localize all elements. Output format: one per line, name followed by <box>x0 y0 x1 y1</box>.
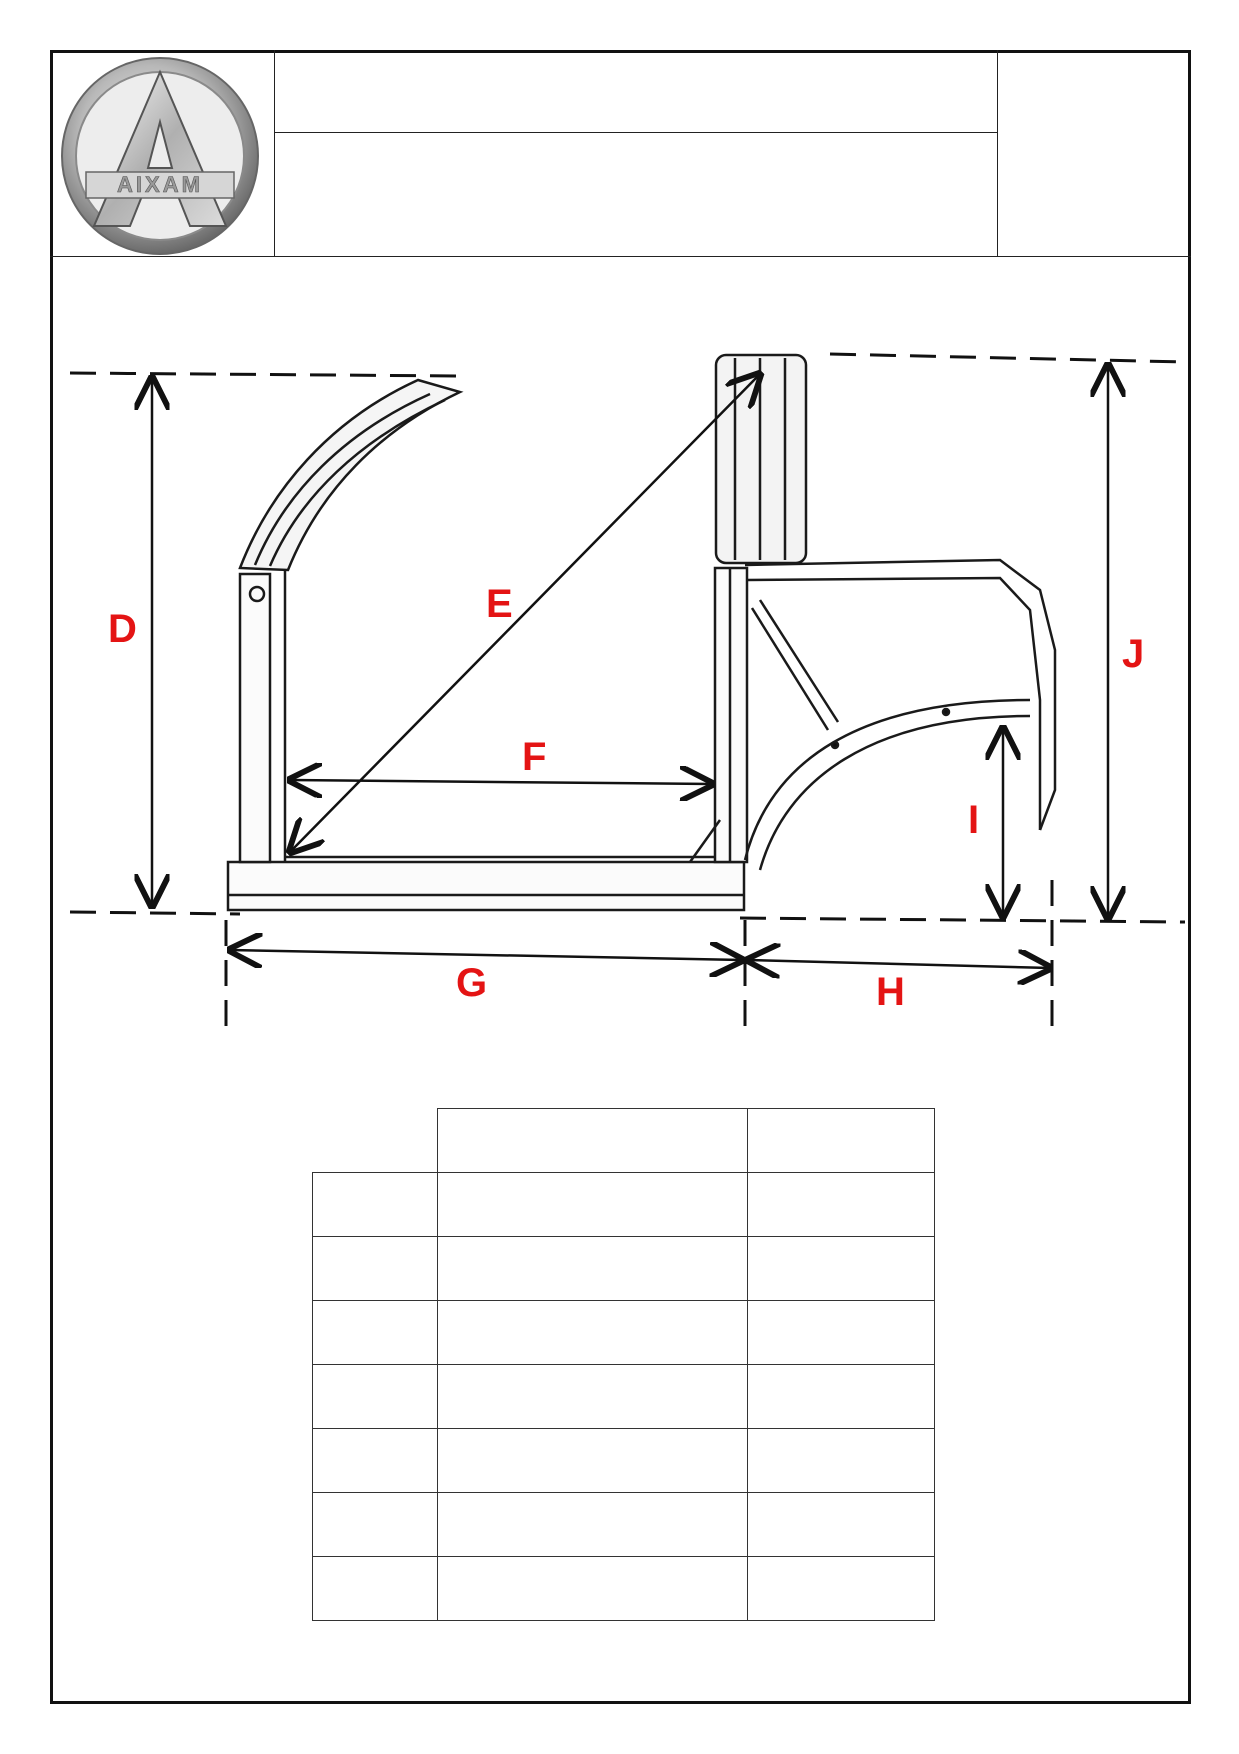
dim-arrow-f <box>290 780 712 784</box>
dim-arrow-g <box>230 950 742 960</box>
dim-label-g: G <box>456 961 488 1005</box>
dim-label-e: E <box>486 582 513 626</box>
header-title-divider <box>274 132 997 133</box>
dim-label-i: I <box>968 798 980 842</box>
header-bottom-line <box>50 256 1191 257</box>
reference-lines <box>69 352 1186 1040</box>
logo-brand-text: AIXAM <box>117 172 203 197</box>
dim-label-j: J <box>1122 632 1145 676</box>
dim-label-d: D <box>108 607 137 651</box>
page-frame <box>50 50 1191 1704</box>
dim-label-f: F <box>522 735 547 779</box>
dim-arrow-h <box>748 960 1050 968</box>
aixam-logo-icon: AIXAM <box>61 57 259 255</box>
header-divider-left <box>274 50 275 256</box>
chassis-outline <box>226 353 1057 912</box>
header-divider-right <box>997 50 998 256</box>
dim-label-h: H <box>876 970 905 1014</box>
